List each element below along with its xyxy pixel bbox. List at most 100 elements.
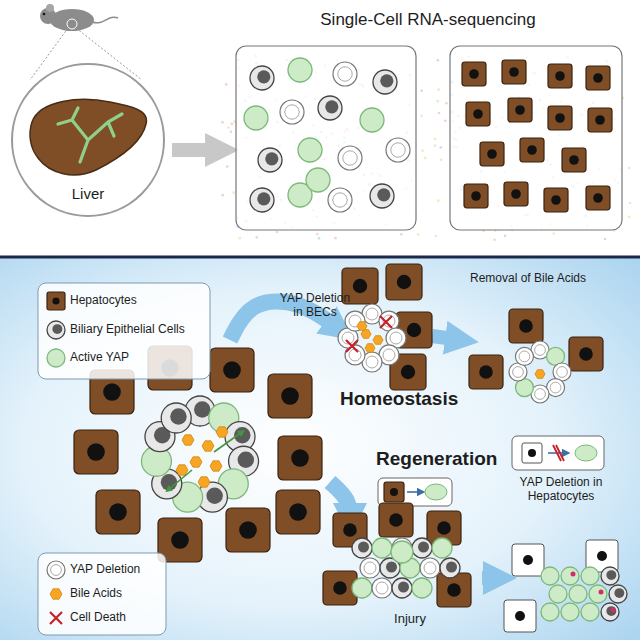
hepatocyte (562, 148, 586, 172)
yap-deleted-cell (338, 146, 362, 170)
divider-line (0, 256, 640, 259)
bile-acid (198, 477, 210, 487)
active-yap-cell (298, 138, 322, 162)
biliary-cell (250, 66, 274, 90)
panel-title: Single-Cell RNA-sequencing (230, 10, 626, 30)
hepatocyte (226, 508, 270, 552)
active-yap-cell (589, 585, 607, 603)
active-yap-cell (306, 168, 330, 192)
active-yap-cell (549, 585, 567, 603)
active-yap-cell (541, 567, 559, 585)
biliary-cell (161, 403, 191, 433)
flow-arrow (482, 571, 500, 585)
legend-text: Hepatocytes (70, 294, 137, 308)
organ-label: Liver (72, 185, 105, 202)
cell-death-mark (50, 612, 62, 624)
bile-acid (176, 465, 188, 475)
yap-deleted-cell (47, 561, 65, 579)
sequencing-panel (221, 46, 426, 240)
hepatocyte (47, 292, 65, 310)
active-yap-cell (360, 108, 384, 132)
legend-text: Biliary Epithelial Cells (70, 323, 185, 337)
bile-acid (182, 435, 194, 445)
active-yap-cell (561, 603, 579, 621)
hepatocyte (469, 355, 503, 389)
process-heading: Regeneration (376, 448, 536, 470)
condition-label: YAP Deletion in Hepatocytes (506, 476, 616, 504)
hepatocyte (268, 374, 312, 418)
hepatocyte (466, 102, 490, 126)
bile-acid (190, 457, 202, 467)
biliary-cell (601, 603, 619, 621)
active-yap-cell (372, 538, 392, 558)
biliary-cell (258, 148, 282, 172)
legend-text: Bile Acids (70, 587, 122, 601)
liver-circle: Liver (10, 62, 166, 218)
hepatocyte (586, 66, 610, 90)
deletion-inset (512, 436, 604, 470)
active-yap-cell (288, 58, 312, 82)
hepatocyte (384, 482, 404, 502)
hepatocyte (480, 142, 504, 166)
biliary-cell (373, 70, 397, 94)
active-yap-cell (412, 578, 432, 598)
yap-deleted-cell (333, 62, 357, 86)
mouse-icon (40, 4, 118, 31)
biliary-cell (370, 184, 394, 208)
condition-label: Removal of Bile Acids (468, 272, 588, 286)
biliary-cell (318, 96, 342, 120)
yap-deleted-cell (420, 558, 440, 578)
hepatocyte (508, 98, 532, 122)
active-yap-cell (561, 567, 579, 585)
active-yap-cell (432, 538, 452, 558)
hepatocyte (210, 348, 254, 392)
background-panel (0, 258, 640, 640)
active-yap-cell (391, 541, 413, 563)
conversion-inset (378, 478, 452, 506)
bile-acid (535, 370, 545, 379)
active-yap-cell (352, 578, 372, 598)
bile-acid (361, 330, 371, 339)
active-yap-cell (569, 585, 587, 603)
hepatocyte (278, 436, 322, 480)
bile-acid (202, 441, 214, 451)
hepatocyte (386, 264, 422, 300)
bile-acid (216, 427, 228, 437)
biliary-cell (47, 321, 65, 339)
hepatocyte (520, 138, 544, 162)
hepatocyte (464, 184, 488, 208)
condition-label: Injury (370, 612, 450, 627)
yap-deleted-hepatocyte (512, 544, 544, 576)
biliary-cell (412, 538, 432, 558)
biliary-cell (440, 558, 460, 578)
hepatocyte (462, 62, 486, 86)
bile-acid (210, 461, 222, 471)
biliary-cell (609, 585, 627, 603)
hepatocyte (502, 60, 526, 84)
hepatocyte (569, 337, 603, 371)
cell-death-mark (346, 340, 358, 352)
yap-deleted-cell (515, 347, 533, 365)
hepatocyte (437, 573, 471, 607)
hepatocyte (96, 490, 140, 534)
yap-deleted-cell (386, 138, 410, 162)
hepatocyte (586, 186, 610, 210)
active-yap-cell (244, 106, 268, 130)
flow-arrow (172, 143, 222, 157)
hepatocyte (588, 108, 612, 132)
legend-box (38, 553, 166, 635)
hepatocyte (548, 64, 572, 88)
active-yap-cell (581, 603, 599, 621)
hepatocyte (548, 106, 572, 130)
active-yap-cell (581, 567, 599, 585)
yap-deleted-cell (360, 558, 380, 578)
hepatocyte (504, 182, 528, 206)
bile-acid (357, 322, 367, 331)
sequencing-panel (434, 46, 632, 241)
biliary-cell (392, 578, 412, 598)
bile-acid (365, 344, 375, 353)
biliary-cell (250, 188, 274, 212)
cell-death-mark (380, 316, 392, 328)
legend-text: Active YAP (70, 351, 129, 365)
